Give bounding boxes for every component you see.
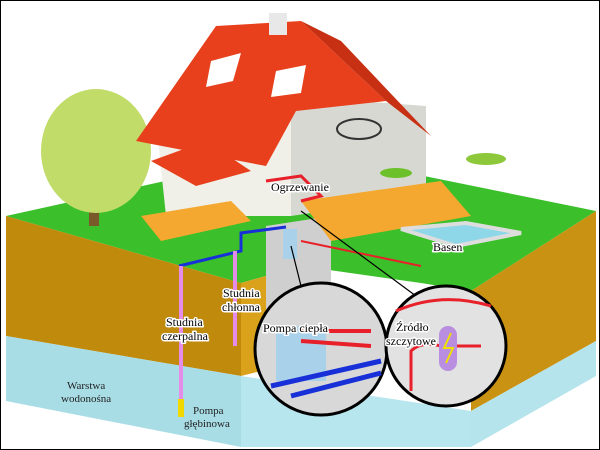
heat-pump-unit <box>283 229 297 259</box>
aquifer-right-face <box>471 341 596 447</box>
label-extraction-well: czerpalna <box>162 329 209 343</box>
heat-pump-callout <box>253 281 389 417</box>
label-deep-pump: Pompa <box>193 405 224 417</box>
roof <box>136 21 386 166</box>
house-wall-right <box>291 96 426 216</box>
cold-pipe <box>178 225 287 268</box>
label-peak-source: Źródło <box>396 320 429 334</box>
label-aquifer: Warstwa <box>67 380 105 392</box>
pool <box>400 220 522 249</box>
label-aquifer: wodonośna <box>61 393 111 405</box>
label-pool: Basen <box>433 240 462 254</box>
parasol <box>466 153 506 165</box>
tree-icon <box>41 89 151 213</box>
label-heating: Ogrzewanie <box>271 180 329 194</box>
roof-side <box>301 21 431 136</box>
hot-pipe <box>265 174 324 203</box>
roof-window <box>206 53 241 87</box>
roof-window <box>271 65 306 97</box>
chimney <box>269 13 287 35</box>
peak-source-callout <box>384 284 508 408</box>
label-deep-pump: głębinowa <box>184 418 230 430</box>
balcony <box>336 118 382 140</box>
label-absorption-well: chłonna <box>222 300 261 314</box>
label-peak-source: szczytowe <box>386 334 436 348</box>
porch-deck <box>141 201 251 241</box>
terrace-deck <box>301 181 471 241</box>
extraction-well <box>179 266 183 401</box>
callout-line <box>290 245 302 287</box>
label-heat-pump: Pompa ciepła <box>263 321 329 335</box>
garden-table <box>380 168 412 178</box>
label-extraction-well: Studnia <box>166 315 203 329</box>
aquifer-left-face <box>6 336 241 447</box>
label-absorption-well: Studnia <box>223 286 260 300</box>
pipe-to-pool <box>300 240 422 267</box>
porch-roof <box>151 141 251 186</box>
deep-pump-icon <box>178 399 184 417</box>
callout-line <box>300 210 417 297</box>
absorption-well <box>233 251 237 346</box>
